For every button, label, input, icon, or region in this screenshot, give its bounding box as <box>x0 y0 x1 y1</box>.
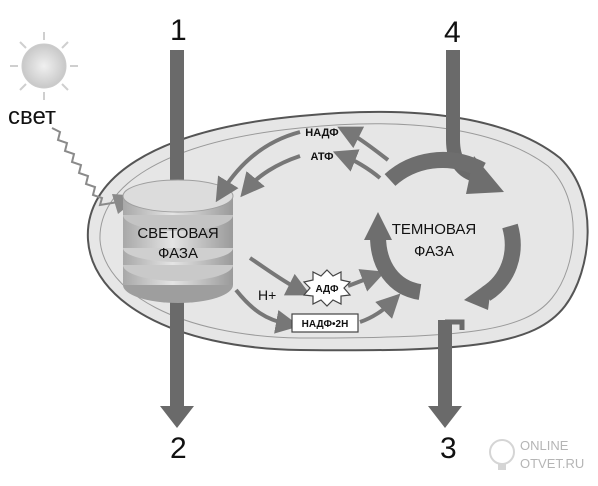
arrow-3 <box>428 319 465 428</box>
label-num-3: 3 <box>440 432 457 465</box>
label-light-phase-2: ФАЗА <box>158 245 198 262</box>
watermark-line1: ONLINE <box>520 438 569 453</box>
label-light: свет <box>8 103 56 130</box>
label-num-2: 2 <box>170 432 187 465</box>
sun-icon <box>10 32 78 100</box>
atp-return-arrow <box>240 149 382 198</box>
dark-phase-cycle <box>364 152 521 310</box>
light-to-dark-arrows <box>234 256 401 334</box>
label-dark-phase-1: ТЕМНОВАЯ <box>392 221 477 238</box>
label-num-1: 1 <box>170 14 187 47</box>
adp-starburst <box>302 269 352 307</box>
label-nadp: НАДФ <box>305 127 338 139</box>
light-ray-zigzag <box>51 127 119 207</box>
watermark-line2: OTVET.RU <box>520 456 584 471</box>
nadph-box <box>291 313 359 333</box>
label-nadph: НАДФ•2Н <box>302 319 349 330</box>
label-dark-phase-2: ФАЗА <box>414 243 454 260</box>
label-num-4: 4 <box>444 16 461 49</box>
watermark-logo <box>489 439 515 470</box>
light-phase-stack <box>122 179 234 303</box>
arrow-2 <box>160 300 194 428</box>
nadp-return-arrow <box>215 126 390 203</box>
label-atp: АТФ <box>310 151 333 163</box>
label-light-phase-1: СВЕТОВАЯ <box>137 225 218 242</box>
label-adp: АДФ <box>315 284 339 295</box>
label-h-plus: Н+ <box>258 287 276 303</box>
